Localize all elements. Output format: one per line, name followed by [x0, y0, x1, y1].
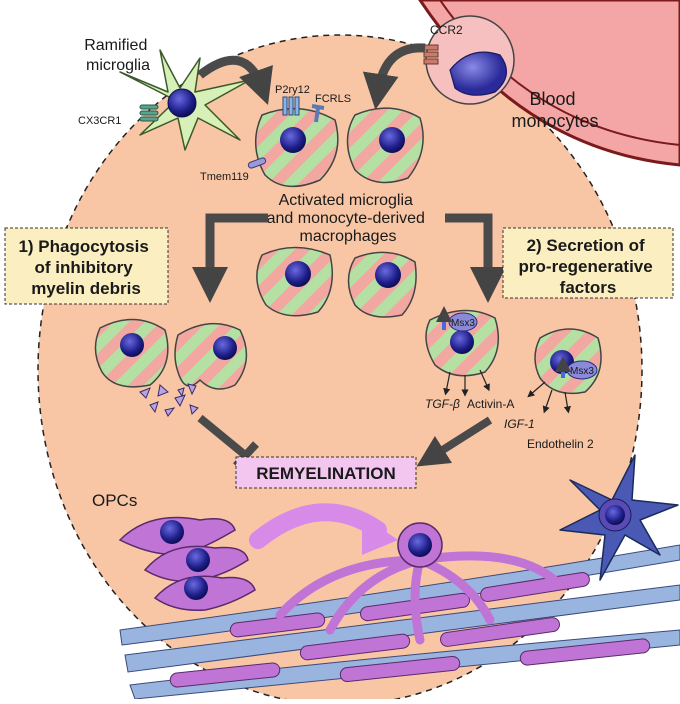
activated-line2: and monocyte-derived	[267, 210, 425, 227]
remyelination-label: REMYELINATION	[256, 464, 395, 483]
opcs-label: OPCs	[92, 491, 137, 510]
blood-monocytes-label: Blood monocytes	[511, 89, 598, 131]
activated-microglia-cell-3	[256, 246, 333, 317]
phagocytosis-box	[4, 227, 169, 305]
arrow-to-secretion	[445, 213, 506, 303]
nucleus	[450, 330, 474, 354]
blood-vessel	[418, 0, 680, 167]
microglia-nucleus	[167, 88, 197, 118]
phagocytic-cell-1	[94, 318, 169, 388]
msx3-marker-1	[448, 312, 478, 332]
activated-label: Activated microglia and monocyte-derived…	[267, 192, 430, 245]
nucleus	[285, 261, 311, 287]
endothelin-label: Endothelin 2	[527, 437, 594, 451]
arrow-microglia-to-activated	[197, 55, 273, 105]
phagocytosis-label: 1) Phagocytosis of inhibitory myelin deb…	[18, 237, 153, 298]
activated-microglia-cell-2	[346, 107, 424, 184]
secretion-box	[502, 227, 674, 299]
nucleus	[213, 336, 237, 360]
cx3cr1-label: CX3CR1	[78, 115, 121, 127]
p2ry12-receptor-icon	[282, 96, 300, 116]
remyelination-box	[235, 456, 417, 489]
secretion-line1: 2) Secretion of	[527, 236, 645, 255]
phagocytic-cell-2	[174, 322, 248, 390]
opc-cluster	[118, 516, 256, 611]
phago-line3: myelin debris	[31, 279, 141, 298]
nucleus	[280, 127, 306, 153]
neuron-cell	[559, 454, 679, 581]
oligodendrocyte-nucleus	[408, 533, 432, 557]
ccr2-label: CCR2	[430, 23, 463, 37]
ramified-line1: Ramified	[84, 37, 147, 54]
ramified-microglia-label: Ramified microglia	[84, 37, 152, 74]
phago-line2: of inhibitory	[35, 258, 134, 277]
ccr2-receptor-icon	[423, 44, 439, 65]
ramified-line2: microglia	[86, 57, 150, 74]
tgf-label: TGF-β	[425, 397, 460, 411]
igf-label: IGF-1	[504, 417, 535, 431]
myelin-sheaths	[169, 571, 651, 688]
phago-line1: 1) Phagocytosis	[18, 237, 148, 256]
ramified-microglia-cell	[119, 49, 251, 151]
inhibition-line	[197, 414, 248, 459]
p2ry12-label: P2ry12	[275, 84, 310, 96]
fcrls-receptor-icon	[311, 104, 325, 123]
secretion-line3: factors	[560, 278, 617, 297]
secretion-arrows	[443, 369, 571, 414]
activin-label: Activin-A	[467, 397, 514, 411]
arrow-to-phagocytosis	[192, 213, 268, 303]
tmem119-receptor-icon	[247, 157, 267, 169]
nucleus	[375, 262, 401, 288]
activated-microglia-cell-1	[247, 96, 339, 188]
secreting-cell-1	[425, 306, 500, 377]
blood-monocytes-line2: monocytes	[511, 111, 598, 131]
opc-nucleus-1	[160, 520, 184, 544]
monocyte-nucleus	[449, 51, 507, 96]
opc-nucleus-2	[186, 548, 210, 572]
neuron-nucleus	[605, 505, 625, 525]
secretion-line2: pro-regenerative	[519, 257, 653, 276]
blood-monocytes-line1: Blood	[529, 89, 575, 109]
fcrls-label: FCRLS	[315, 93, 351, 105]
arrow-secretion-to-remyelination	[416, 416, 493, 467]
nucleus	[120, 333, 144, 357]
tmem119-label: Tmem119	[200, 171, 249, 183]
nucleus	[379, 127, 405, 153]
activated-microglia-cell-4	[347, 251, 417, 318]
differentiation-arrowhead	[362, 515, 398, 555]
arrow-monocyte-to-activated	[362, 43, 426, 110]
opc-nucleus-3	[184, 576, 208, 600]
msx3-label-1: Msx3	[451, 318, 475, 329]
cx3cr1-receptor-icon	[139, 104, 159, 122]
msx3-label-2: Msx3	[570, 366, 594, 377]
secreting-cell-2	[534, 328, 602, 395]
activated-line3: macrophages	[300, 228, 397, 245]
secretion-label: 2) Secretion of pro-regenerative factors	[519, 236, 658, 297]
myelin-debris	[139, 383, 199, 417]
activated-line1: Activated microglia	[279, 192, 413, 209]
